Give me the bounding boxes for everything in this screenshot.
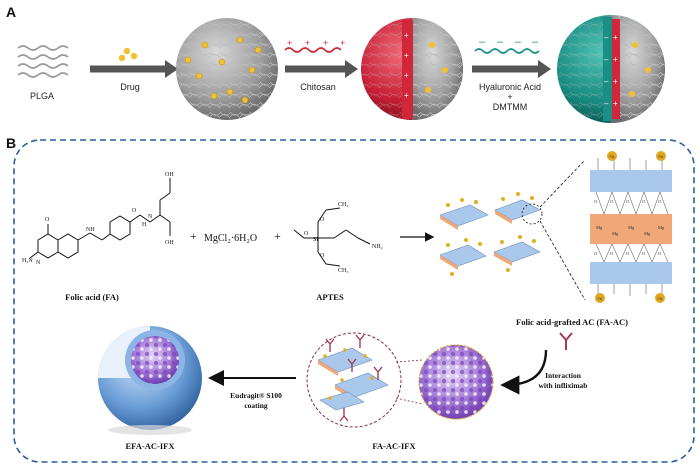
svg-text:+: + bbox=[287, 38, 292, 48]
infliximab-antibody-icon bbox=[559, 332, 573, 350]
eudragit-label: Eudragit® S100 bbox=[230, 391, 282, 400]
fa-ac-ifx-zoom bbox=[306, 332, 423, 428]
svg-text:+: + bbox=[613, 99, 618, 108]
svg-text:O: O bbox=[320, 217, 325, 223]
svg-text:O: O bbox=[610, 199, 614, 204]
aptes-label: APTES bbox=[316, 292, 344, 302]
svg-text:–: – bbox=[604, 33, 609, 42]
drug-dots-icon bbox=[118, 47, 138, 62]
chitosan-charges: + + + + bbox=[287, 38, 345, 48]
fa-ac-ifx-label: FA-AC-IFX bbox=[372, 441, 416, 451]
efa-ac-ifx-particle bbox=[98, 326, 202, 435]
svg-text:+: + bbox=[404, 71, 409, 80]
hyaluronic-charges: –––– bbox=[479, 36, 539, 48]
fa-tag-2: FA bbox=[659, 154, 664, 159]
aptes-atom-labels: Si O O O CH₃ CH₃ NH₂ bbox=[304, 202, 383, 274]
svg-text:Mg: Mg bbox=[658, 225, 665, 230]
fa-ac-label: Folic acid-grafted AC (FA-AC) bbox=[516, 317, 628, 327]
reagent-plus: + bbox=[507, 92, 512, 102]
svg-text:Mg: Mg bbox=[612, 231, 619, 236]
svg-text:OH: OH bbox=[165, 172, 174, 178]
interaction-label-1: Interaction bbox=[545, 371, 582, 380]
svg-text:O: O bbox=[594, 251, 598, 256]
plga-label: PLGA bbox=[30, 91, 54, 101]
svg-text:+: + bbox=[404, 91, 409, 100]
folic-acid-label: Folic acid (FA) bbox=[65, 292, 119, 302]
svg-text:H₂N: H₂N bbox=[22, 258, 33, 264]
svg-text:N: N bbox=[36, 260, 41, 266]
svg-text:CH₃: CH₃ bbox=[338, 202, 348, 208]
reagent-plus-1: + bbox=[190, 229, 197, 243]
svg-text:+: + bbox=[613, 77, 618, 86]
coating-label: coating bbox=[244, 401, 268, 410]
svg-text:OH: OH bbox=[165, 240, 174, 246]
fa-ac-sheets-cluster bbox=[439, 159, 586, 301]
svg-text:O: O bbox=[642, 251, 646, 256]
svg-text:+: + bbox=[323, 38, 328, 48]
svg-text:O: O bbox=[642, 199, 646, 204]
panel-b-dashed-border bbox=[13, 139, 695, 463]
svg-text:O: O bbox=[610, 251, 614, 256]
panel-b-label: B bbox=[6, 135, 16, 151]
svg-text:Mg: Mg bbox=[644, 231, 651, 236]
svg-text:H: H bbox=[142, 222, 147, 228]
svg-text:NH₂: NH₂ bbox=[372, 244, 383, 250]
panel-a-label: A bbox=[6, 4, 16, 20]
chitosan-label: Chitosan bbox=[300, 82, 336, 92]
svg-text:–: – bbox=[497, 36, 504, 48]
arrow-interaction bbox=[500, 349, 548, 395]
svg-text:O: O bbox=[320, 253, 325, 259]
mgcl2-label: MgCl₂·6H₂O bbox=[204, 233, 257, 244]
efa-ac-ifx-label: EFA-AC-IFX bbox=[126, 441, 176, 451]
svg-text:+: + bbox=[613, 55, 618, 64]
svg-text:–: – bbox=[515, 36, 522, 48]
svg-text:N: N bbox=[148, 214, 153, 220]
svg-text:–: – bbox=[604, 99, 609, 108]
svg-text:+: + bbox=[404, 51, 409, 60]
svg-text:O: O bbox=[45, 217, 50, 223]
svg-text:+: + bbox=[340, 38, 345, 48]
svg-text:–: – bbox=[604, 77, 609, 86]
hyaluronic-chain-icon bbox=[474, 48, 540, 54]
svg-text:O: O bbox=[658, 251, 662, 256]
fa-tag-4: FA bbox=[658, 296, 663, 301]
aptes-structure bbox=[293, 207, 371, 267]
drug-label: Drug bbox=[120, 82, 140, 92]
folic-acid-atom-labels: O H₂N N NH H N OH OH O bbox=[22, 172, 174, 266]
chitosan-coated-nanoparticle: + + + + bbox=[361, 18, 463, 120]
svg-text:O: O bbox=[132, 208, 137, 214]
svg-text:Mg: Mg bbox=[596, 225, 603, 230]
interaction-label-2: with infliximab bbox=[539, 381, 588, 390]
svg-text:CH₃: CH₃ bbox=[338, 268, 348, 274]
svg-text:Mg: Mg bbox=[628, 225, 635, 230]
svg-text:O: O bbox=[594, 199, 598, 204]
fa-tag-1: FA bbox=[610, 154, 615, 159]
svg-text:+: + bbox=[404, 31, 409, 40]
svg-text:O: O bbox=[304, 231, 309, 237]
svg-text:Si: Si bbox=[313, 237, 318, 243]
chitosan-chain-icon bbox=[284, 47, 342, 53]
plga-wavy-lines-icon bbox=[17, 45, 69, 78]
svg-text:O: O bbox=[626, 251, 630, 256]
dmtmm-label: DMTMM bbox=[493, 102, 528, 112]
reagent-plus-2: + bbox=[274, 229, 281, 243]
svg-text:O: O bbox=[658, 199, 662, 204]
svg-text:–: – bbox=[532, 36, 539, 48]
hyaluronic-acid-label: Hyaluronic Acid bbox=[479, 82, 541, 92]
fa-tag-3: FA bbox=[598, 296, 603, 301]
fa-ac-ifx-particle bbox=[418, 344, 494, 420]
plga-drug-nanoparticle bbox=[176, 18, 278, 120]
hyaluronic-coated-nanoparticle: + + + + – – – – bbox=[557, 15, 665, 123]
svg-text:–: – bbox=[604, 55, 609, 64]
svg-text:+: + bbox=[305, 38, 310, 48]
svg-text:NH: NH bbox=[86, 227, 95, 233]
svg-text:+: + bbox=[613, 33, 618, 42]
folic-acid-structure bbox=[29, 178, 171, 259]
svg-text:–: – bbox=[479, 36, 486, 48]
svg-text:O: O bbox=[626, 199, 630, 204]
